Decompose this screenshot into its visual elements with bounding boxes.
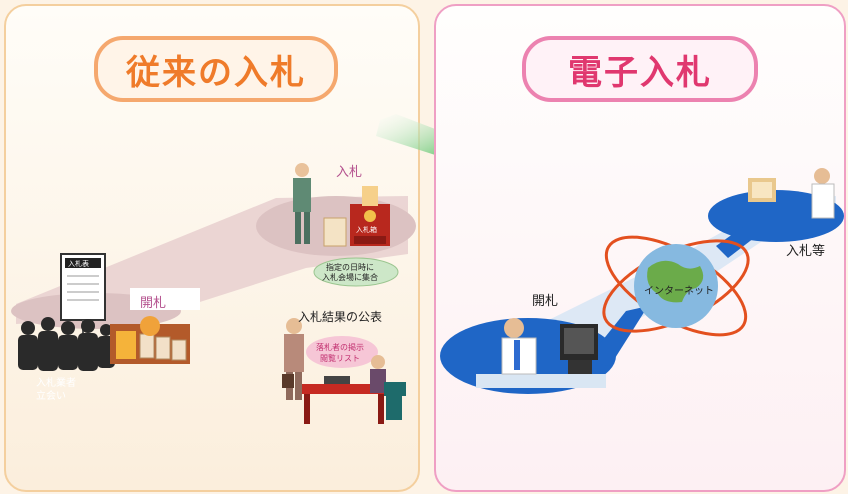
assembly-note-line-2: 入札会場に集合 (322, 273, 378, 282)
bidders-present-label-1: 入札業者 (36, 378, 76, 389)
result-list-bubble (306, 336, 378, 368)
nyusatsu-tou-label: 入札等 (786, 244, 826, 259)
left-panel-traditional: 従来の入札 (4, 4, 420, 492)
result-list-line-1: 落札者の掲示 (316, 343, 364, 352)
bidders-present-label-2: 立会い (36, 391, 66, 402)
result-announcement-label: 入札結果の公表 (298, 310, 383, 324)
internet-label: インターネット (644, 286, 714, 297)
ballot-box (323, 186, 390, 247)
kaisatsu-label-electronic: 開札 (532, 294, 559, 309)
whiteboard (60, 253, 106, 346)
right-panel-electronic: 電子入札 (434, 4, 846, 492)
kaisatsu-label-box (130, 288, 200, 310)
officer-desk (302, 355, 406, 424)
internet-globe-icon (602, 235, 750, 337)
remote-user-at-computer (748, 168, 835, 219)
whiteboard-label: 入札表 (68, 260, 89, 268)
result-list-line-2: 閲覧リスト (320, 354, 360, 363)
left-link-beam (586, 306, 648, 366)
kaisatsu-label: 開札 (140, 296, 167, 311)
assembly-note-bubble (313, 257, 399, 287)
operator-at-computer (476, 318, 606, 388)
traditional-bidding-title: 従来の入札 (94, 36, 338, 102)
traditional-bidding-illustration (11, 163, 416, 424)
electronic-bidding-illustration (440, 168, 844, 394)
nyusatsu-label: 入札 (336, 165, 363, 180)
ballot-box-label: 入札箱 (356, 226, 377, 234)
assembly-note-line-1: 指定の日時に (326, 263, 374, 272)
electronic-bidding-title: 電子入札 (522, 36, 758, 102)
opening-table (110, 316, 190, 364)
officials-figures (282, 318, 304, 400)
bidder-walking-figure (293, 163, 311, 244)
